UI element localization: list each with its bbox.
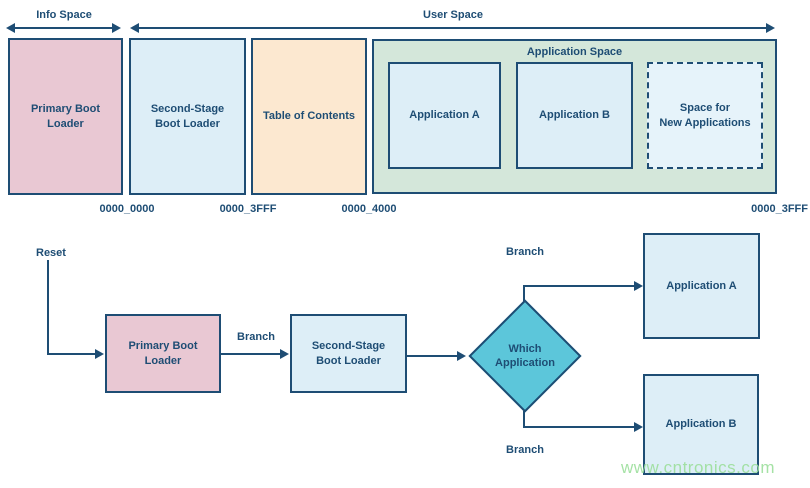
connector-to-app-b — [523, 426, 635, 428]
reset-label: Reset — [36, 247, 66, 259]
memory-block-space-for-new-applications: Space for New Applications — [647, 62, 763, 169]
site-watermark: www.cntronics.com — [621, 458, 775, 477]
memory-block-table-of-contents: Table of Contents — [251, 38, 367, 195]
arrow-left-icon — [6, 23, 15, 33]
flow-decision-which-application-label: Which Application — [495, 342, 555, 369]
address-0000-0000: 0000_0000 — [99, 203, 155, 215]
connector-decision-up — [523, 285, 525, 302]
application-space-label: Application Space — [526, 46, 623, 58]
memory-block-application-a: Application A — [388, 62, 501, 169]
branch-label-to-app-a: Branch — [506, 246, 544, 258]
branch-label-to-app-b: Branch — [506, 444, 544, 456]
reset-connector-horizontal — [47, 353, 96, 355]
arrow-right-icon — [95, 349, 104, 359]
arrow-right-icon — [766, 23, 775, 33]
arrow-right-icon — [112, 23, 121, 33]
user-space-label: User Space — [423, 9, 483, 21]
flow-node-application-b: Application B — [643, 374, 759, 475]
user-space-arrow-line — [137, 27, 769, 29]
reset-connector-vertical — [47, 260, 49, 355]
address-0000-4000: 0000_4000 — [341, 203, 397, 215]
flow-node-second-stage-boot-loader: Second-Stage Boot Loader — [290, 314, 407, 393]
address-end-0000-3fff: 0000_3FFF — [751, 203, 808, 215]
arrow-right-icon — [634, 422, 643, 432]
arrow-left-icon — [130, 23, 139, 33]
arrow-right-icon — [634, 281, 643, 291]
info-space-arrow-line — [12, 27, 116, 29]
flow-node-primary-boot-loader: Primary Boot Loader — [105, 314, 221, 393]
connector-pbl-to-sbl — [221, 353, 281, 355]
info-space-label: Info Space — [36, 9, 92, 21]
connector-sbl-to-decision — [407, 355, 458, 357]
memory-block-primary-boot-loader: Primary Boot Loader — [8, 38, 123, 195]
connector-to-app-a — [523, 285, 635, 287]
memory-block-application-b: Application B — [516, 62, 633, 169]
arrow-right-icon — [280, 349, 289, 359]
flow-node-application-a: Application A — [643, 233, 760, 339]
arrow-right-icon — [457, 351, 466, 361]
address-0000-3fff: 0000_3FFF — [219, 203, 277, 215]
branch-label-to-sbl: Branch — [237, 331, 275, 343]
connector-decision-down — [523, 411, 525, 428]
memory-block-second-stage-boot-loader: Second-Stage Boot Loader — [129, 38, 246, 195]
